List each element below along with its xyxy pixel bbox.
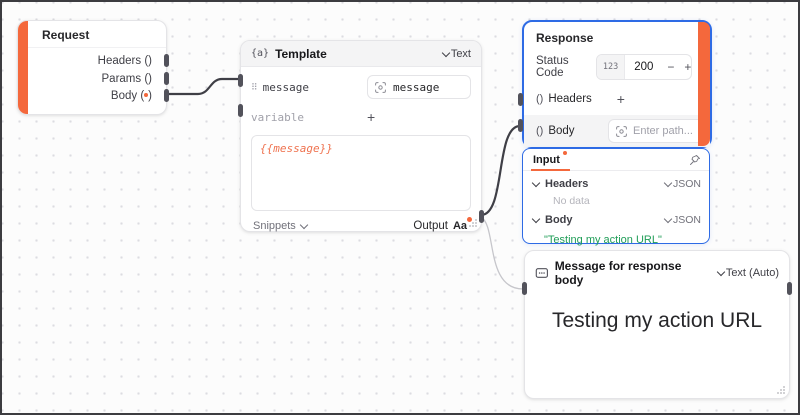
template-variable-label: variable	[251, 110, 304, 124]
message-node-header[interactable]: Message for response body Text (Auto)	[525, 251, 789, 287]
template-param-value: message	[393, 80, 440, 94]
template-textarea[interactable]: {{message}}	[251, 135, 471, 211]
resize-handle[interactable]	[776, 385, 785, 394]
input-body-value: "Testing my action URL"	[544, 234, 662, 246]
chevron-down-icon	[663, 178, 673, 188]
chevron-down-icon	[531, 178, 541, 188]
request-accent-bar	[18, 21, 28, 114]
message-node[interactable]: Message for response body Text (Auto) Te…	[522, 250, 792, 399]
increment-button[interactable]: +	[684, 60, 692, 74]
pin-icon[interactable]	[689, 154, 701, 166]
response-headers-label: Headers	[548, 93, 592, 105]
wire-template-output-to-message-node	[480, 216, 524, 290]
response-accent-bar	[698, 22, 710, 146]
request-port-headers[interactable]: Headers ()	[97, 55, 152, 67]
resize-handle[interactable]	[468, 218, 477, 227]
snippets-dropdown[interactable]: Snippets	[253, 220, 309, 232]
unsaved-dot	[562, 151, 567, 155]
template-output-nub[interactable]	[479, 210, 484, 223]
message-icon	[535, 268, 548, 278]
status-code-label: Status Code	[536, 55, 569, 79]
body-path-placeholder: Enter path...	[633, 125, 693, 137]
template-message-in-nub[interactable]	[238, 74, 243, 87]
add-header-button[interactable]: +	[616, 91, 625, 107]
chevron-down-icon	[663, 214, 673, 224]
request-port-params[interactable]: Params ()	[101, 72, 152, 85]
selector-icon	[616, 125, 627, 137]
request-params-out-nub[interactable]	[164, 72, 169, 85]
template-title: Template	[275, 46, 327, 61]
template-variable-in-nub[interactable]	[238, 104, 243, 117]
input-headers-row[interactable]: Headers JSON	[531, 175, 701, 193]
headers-type-prefix: ()	[536, 93, 544, 105]
request-port-body[interactable]: Body ()	[110, 90, 152, 102]
input-body-row[interactable]: Body JSON	[531, 211, 701, 229]
body-active-dot	[144, 93, 149, 97]
input-inspector-panel[interactable]: Input Headers JSON No data Body JSON	[522, 148, 710, 246]
wire-template-output-to-response-body	[479, 124, 522, 217]
request-headers-out-nub[interactable]	[164, 54, 169, 67]
drag-handle-icon[interactable]: ⠿	[251, 81, 258, 92]
message-type-dropdown[interactable]: Text (Auto)	[716, 267, 779, 279]
chevron-down-icon	[299, 220, 309, 230]
output-type-badge: Aa	[453, 217, 472, 232]
response-body-in-nub[interactable]	[518, 119, 523, 132]
request-body-out-nub[interactable]	[164, 89, 169, 102]
template-output-label: Output	[413, 220, 448, 232]
response-title: Response	[536, 31, 594, 45]
template-type-dropdown[interactable]: Text	[441, 48, 471, 60]
template-header[interactable]: {a} Template Text	[241, 41, 481, 67]
headers-format-dropdown[interactable]: JSON	[663, 178, 701, 190]
response-body-label: Body	[548, 125, 575, 137]
tab-input[interactable]: Input	[531, 149, 570, 171]
add-variable-button[interactable]: +	[367, 109, 376, 125]
request-title: Request	[18, 21, 166, 48]
template-node[interactable]: {a} Template Text ⠿ message message	[238, 40, 484, 232]
body-path-input[interactable]: Enter path...	[608, 119, 706, 143]
decrement-button[interactable]: −	[667, 60, 675, 74]
inspector-tab-bar: Input	[523, 149, 709, 171]
chevron-down-icon	[716, 267, 726, 277]
template-param-name: message	[262, 80, 309, 94]
status-code-value[interactable]: 200	[634, 61, 654, 73]
message-out-nub[interactable]	[787, 282, 792, 295]
template-braces-icon: {a}	[251, 48, 270, 59]
chevron-down-icon	[531, 214, 541, 224]
body-type-prefix: ()	[536, 125, 544, 137]
message-node-title: Message for response body	[554, 259, 682, 287]
response-body-row[interactable]: () Body Enter path...	[524, 115, 710, 147]
body-format-dropdown[interactable]: JSON	[663, 214, 701, 226]
response-headers-in-nub[interactable]	[518, 93, 523, 106]
response-node[interactable]: Response Status Code 123 200 − + () Head…	[518, 20, 712, 148]
headers-empty-state: No data	[553, 195, 590, 207]
number-type-badge: 123	[596, 55, 626, 79]
output-active-dot	[467, 217, 472, 222]
template-param-input[interactable]: message	[367, 75, 471, 99]
chevron-down-icon	[441, 48, 451, 57]
request-node[interactable]: Request Headers () Params () Body ()	[17, 20, 169, 115]
status-code-stepper[interactable]: 123 200 − +	[595, 54, 692, 80]
message-in-nub[interactable]	[522, 282, 527, 295]
wire-request-body-to-template	[163, 77, 243, 96]
message-node-content: Testing my action URL	[551, 309, 763, 332]
selector-icon	[375, 81, 386, 93]
